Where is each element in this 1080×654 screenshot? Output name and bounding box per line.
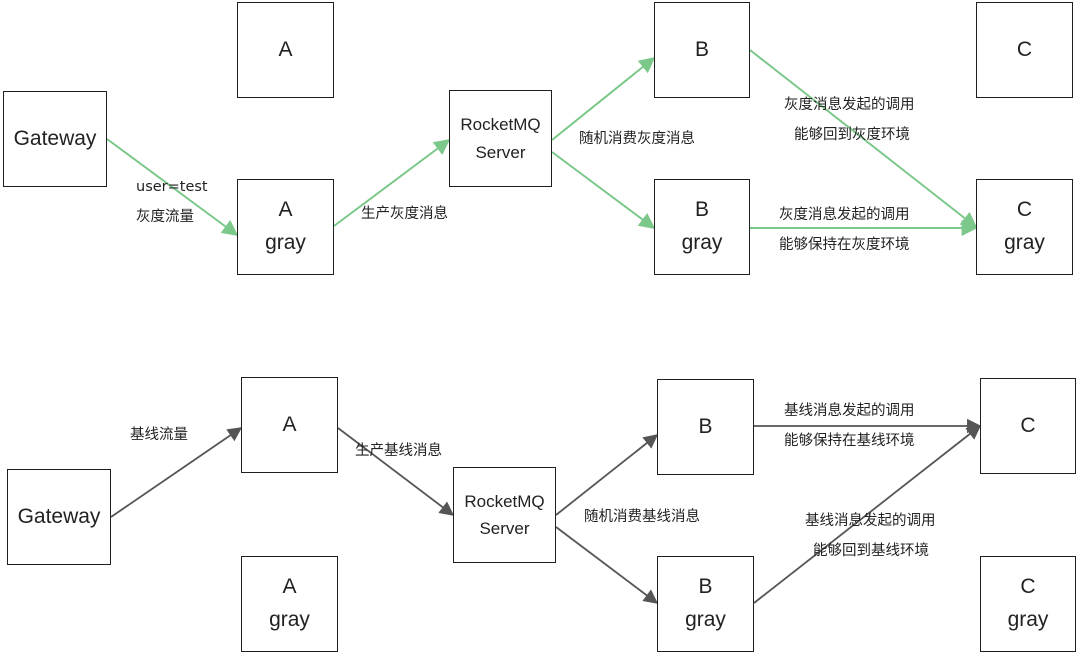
node-label: A — [278, 37, 293, 61]
node-label-line2: Server — [475, 142, 526, 162]
node-gateway-top: Gateway — [3, 91, 107, 187]
node-label-line1: RocketMQ — [464, 491, 545, 511]
edge-label-base-traffic: 基线流量 — [130, 427, 188, 443]
label-line2: 灰度流量 — [136, 209, 194, 225]
node-a-gray-top: A gray — [237, 179, 334, 275]
edge-b-to-c-gray — [749, 49, 978, 228]
node-b-top: B — [654, 2, 750, 98]
node-label: C — [1016, 37, 1033, 61]
node-label-line1: A — [282, 575, 297, 599]
edge-mq-to-b — [551, 56, 656, 141]
node-c-top: C — [976, 2, 1073, 98]
edge-a-gray-to-mq — [333, 139, 451, 227]
node-label-line2: Server — [479, 519, 530, 538]
label-line2: 能够保持在灰度环境 — [779, 237, 910, 253]
node-b-gray-bottom: B gray — [657, 556, 754, 652]
node-b-bottom: B — [657, 379, 754, 475]
node-label: Gateway — [17, 504, 101, 528]
edge-a-to-mq — [337, 427, 455, 516]
node-rocketmq-top: RocketMQ Server — [449, 90, 552, 187]
node-label-line1: C — [1020, 575, 1036, 599]
label-line2: 能够回到基线环境 — [813, 543, 929, 559]
edge-label-b-to-c-gray: 灰度消息发起的调用 能够回到灰度环境 — [784, 90, 915, 150]
node-label-line1: B — [698, 575, 713, 599]
node-a-bottom: A — [241, 377, 338, 473]
edge-label-consume-gray: 随机消费灰度消息 — [579, 131, 695, 147]
node-label: C — [1020, 413, 1036, 437]
edge-label-produce-base: 生产基线消息 — [355, 443, 442, 459]
edge-mq-to-b-bottom — [555, 434, 659, 516]
edge-label-b-to-c-base: 基线消息发起的调用 能够保持在基线环境 — [784, 396, 915, 456]
node-label-line1: RocketMQ — [460, 115, 541, 135]
node-label-line2: gray — [269, 608, 310, 631]
edge-label-consume-base: 随机消费基线消息 — [584, 509, 700, 525]
label-line1: 基线消息发起的调用 — [784, 403, 915, 419]
node-a-gray-bottom: A gray — [241, 556, 338, 652]
node-label: Gateway — [13, 126, 97, 150]
edge-mq-to-b-gray-bottom — [555, 526, 659, 604]
node-label: B — [694, 37, 709, 61]
node-label-line2: gray — [1007, 608, 1049, 631]
node-rocketmq-bottom: RocketMQ Server — [453, 467, 556, 563]
node-label: B — [698, 414, 713, 438]
node-c-gray-top: C gray — [976, 179, 1073, 275]
label-line1: 灰度消息发起的调用 — [779, 207, 910, 223]
edge-label-gray-traffic: user=test 灰度流量 — [136, 172, 208, 232]
node-label-line1: C — [1016, 198, 1033, 222]
label-line2: 能够保持在基线环境 — [784, 433, 915, 449]
node-gateway-bottom: Gateway — [7, 469, 111, 565]
node-a-top: A — [237, 2, 334, 98]
edge-label-produce-gray: 生产灰度消息 — [361, 206, 448, 222]
node-label-line2: gray — [681, 231, 723, 254]
node-label-line2: gray — [685, 608, 726, 631]
node-label-line1: A — [278, 198, 293, 222]
edge-gateway-to-a-gray — [106, 138, 239, 236]
node-label-line1: B — [694, 198, 709, 222]
node-c-bottom: C — [980, 378, 1076, 474]
edge-label-b-gray-to-c-base: 基线消息发起的调用 能够回到基线环境 — [805, 506, 936, 566]
node-label-line2: gray — [265, 231, 306, 254]
label-line1: 灰度消息发起的调用 — [784, 97, 915, 113]
edge-mq-to-b-gray — [551, 151, 656, 229]
label-line1: user=test — [136, 179, 208, 195]
node-c-gray-bottom: C gray — [980, 556, 1076, 652]
node-label-line2: gray — [1004, 231, 1045, 254]
node-label: A — [282, 412, 297, 436]
label-line1: 基线消息发起的调用 — [805, 513, 936, 529]
node-b-gray-top: B gray — [654, 179, 750, 275]
edge-label-b-gray-to-c-gray: 灰度消息发起的调用 能够保持在灰度环境 — [779, 200, 910, 260]
edge-b-gray-to-c — [753, 425, 982, 604]
edge-gateway-to-a — [110, 427, 243, 518]
label-line2: 能够回到灰度环境 — [794, 127, 910, 143]
